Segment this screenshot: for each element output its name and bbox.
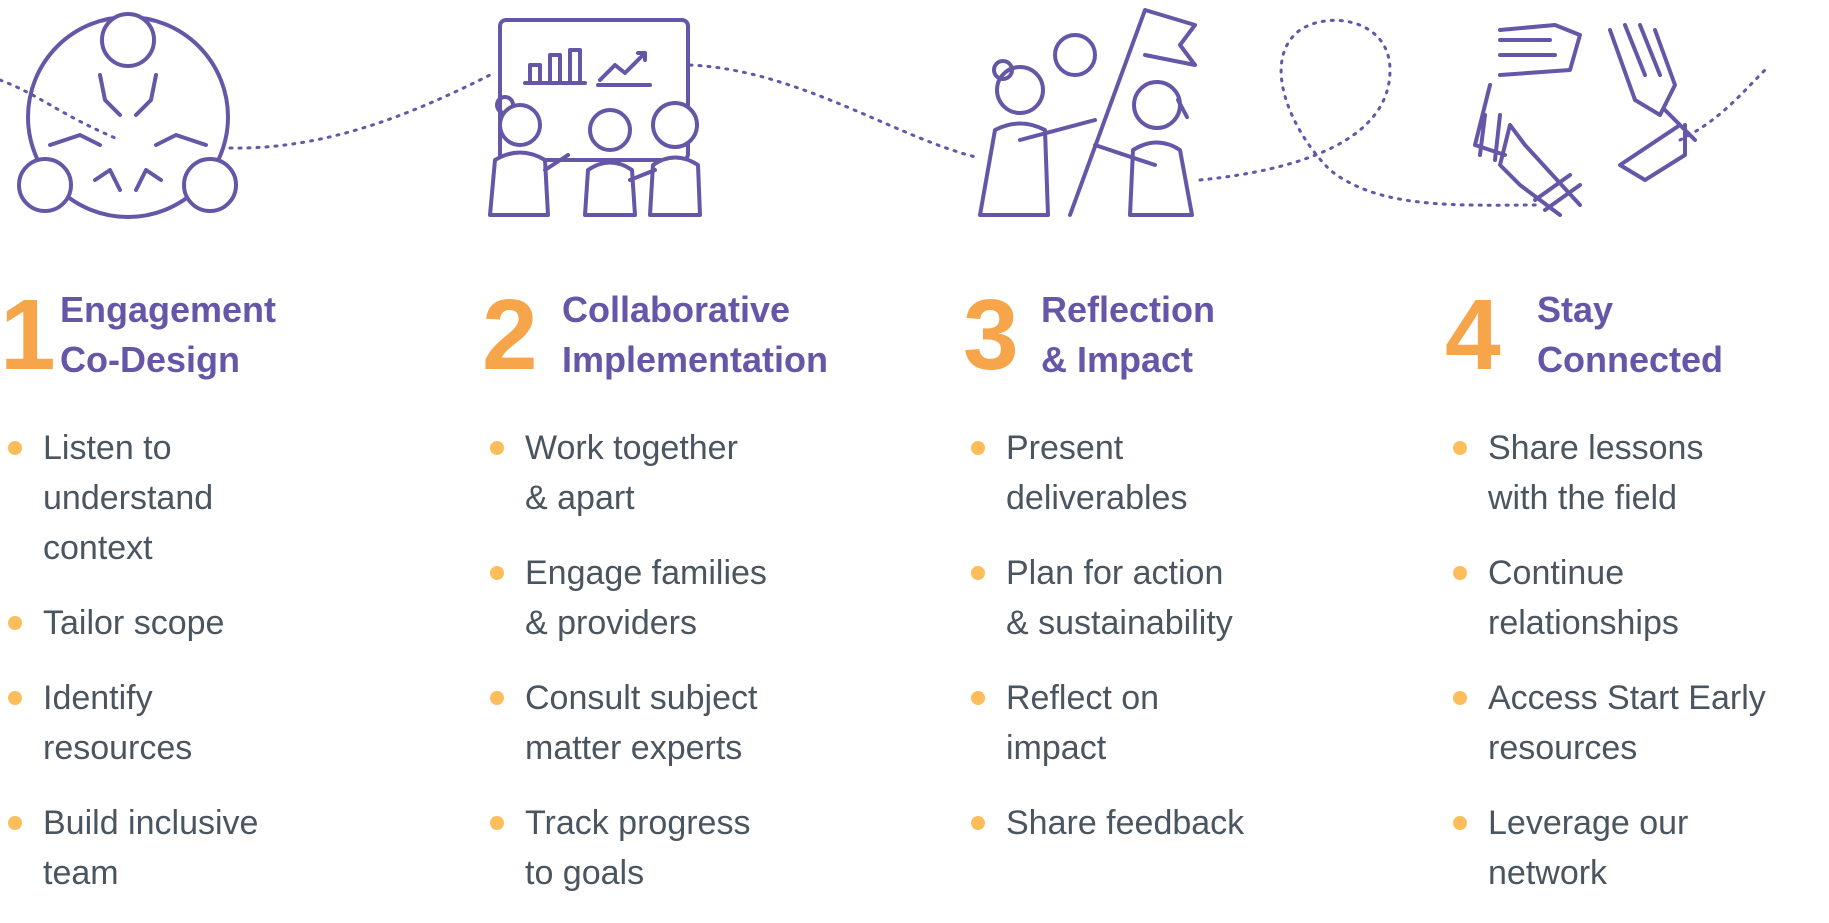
bullet-dot-icon — [1453, 816, 1467, 830]
team-circle-icon — [17, 12, 238, 219]
step-title-line1: Reflection — [1041, 289, 1216, 330]
list-item: Leverage our network — [1445, 798, 1829, 898]
step-items: Listen to understand context Tailor scop… — [0, 423, 330, 923]
step-title-line2: Co-Design — [60, 339, 240, 380]
step-title-line2: & Impact — [1041, 339, 1194, 380]
list-item: Share feedback — [963, 798, 1293, 848]
step-title-line1: Stay — [1537, 289, 1614, 330]
dotted-path-decoration — [0, 18, 1767, 207]
list-item: Listen to understand context — [0, 423, 330, 573]
step-title-line2: Connected — [1537, 339, 1724, 380]
bullet-dot-icon — [1453, 691, 1467, 705]
bullet-dot-icon — [490, 691, 504, 705]
list-item: Engage families & providers — [482, 548, 812, 648]
step-number: 2 — [482, 279, 538, 391]
step-title-line1: Engagement — [60, 289, 277, 330]
step-number: 1 — [0, 279, 56, 391]
step-items: Share lessons with the field Continue re… — [1445, 423, 1829, 923]
step-items: Present deliverables Plan for action & s… — [963, 423, 1293, 873]
bullet-dot-icon — [8, 441, 22, 455]
list-item: Plan for action & sustainability — [963, 548, 1293, 648]
bullet-dot-icon — [971, 566, 985, 580]
list-item: Access Start Early resources — [1445, 673, 1829, 773]
list-item: Consult subject matter experts — [482, 673, 812, 773]
bullet-dot-icon — [1453, 441, 1467, 455]
list-item: Identify resources — [0, 673, 330, 773]
step-title-line1: Collaborative — [562, 289, 791, 330]
bullet-dot-icon — [490, 566, 504, 580]
joined-hands-icon — [1473, 23, 1697, 217]
presentation-board-icon — [488, 18, 702, 217]
flag-group-icon — [978, 8, 1197, 217]
step-number: 4 — [1445, 279, 1501, 391]
list-item: Share lessons with the field — [1445, 423, 1829, 523]
list-item: Work together & apart — [482, 423, 812, 523]
bullet-dot-icon — [1453, 566, 1467, 580]
bullet-dot-icon — [490, 816, 504, 830]
step-items: Work together & apart Engage families & … — [482, 423, 812, 923]
list-item: Continue relationships — [1445, 548, 1829, 648]
bullet-dot-icon — [8, 691, 22, 705]
bullet-dot-icon — [971, 691, 985, 705]
bullet-dot-icon — [971, 816, 985, 830]
bullet-dot-icon — [8, 816, 22, 830]
list-item: Tailor scope — [0, 598, 330, 648]
list-item: Build inclusive team — [0, 798, 330, 898]
step-title-line2: Implementation — [562, 339, 829, 380]
bullet-dot-icon — [971, 441, 985, 455]
bullet-dot-icon — [8, 616, 22, 630]
list-item: Track progress to goals — [482, 798, 812, 898]
list-item: Reflect on impact — [963, 673, 1293, 773]
bullet-dot-icon — [490, 441, 504, 455]
step-number: 3 — [963, 279, 1019, 391]
list-item: Present deliverables — [963, 423, 1293, 523]
